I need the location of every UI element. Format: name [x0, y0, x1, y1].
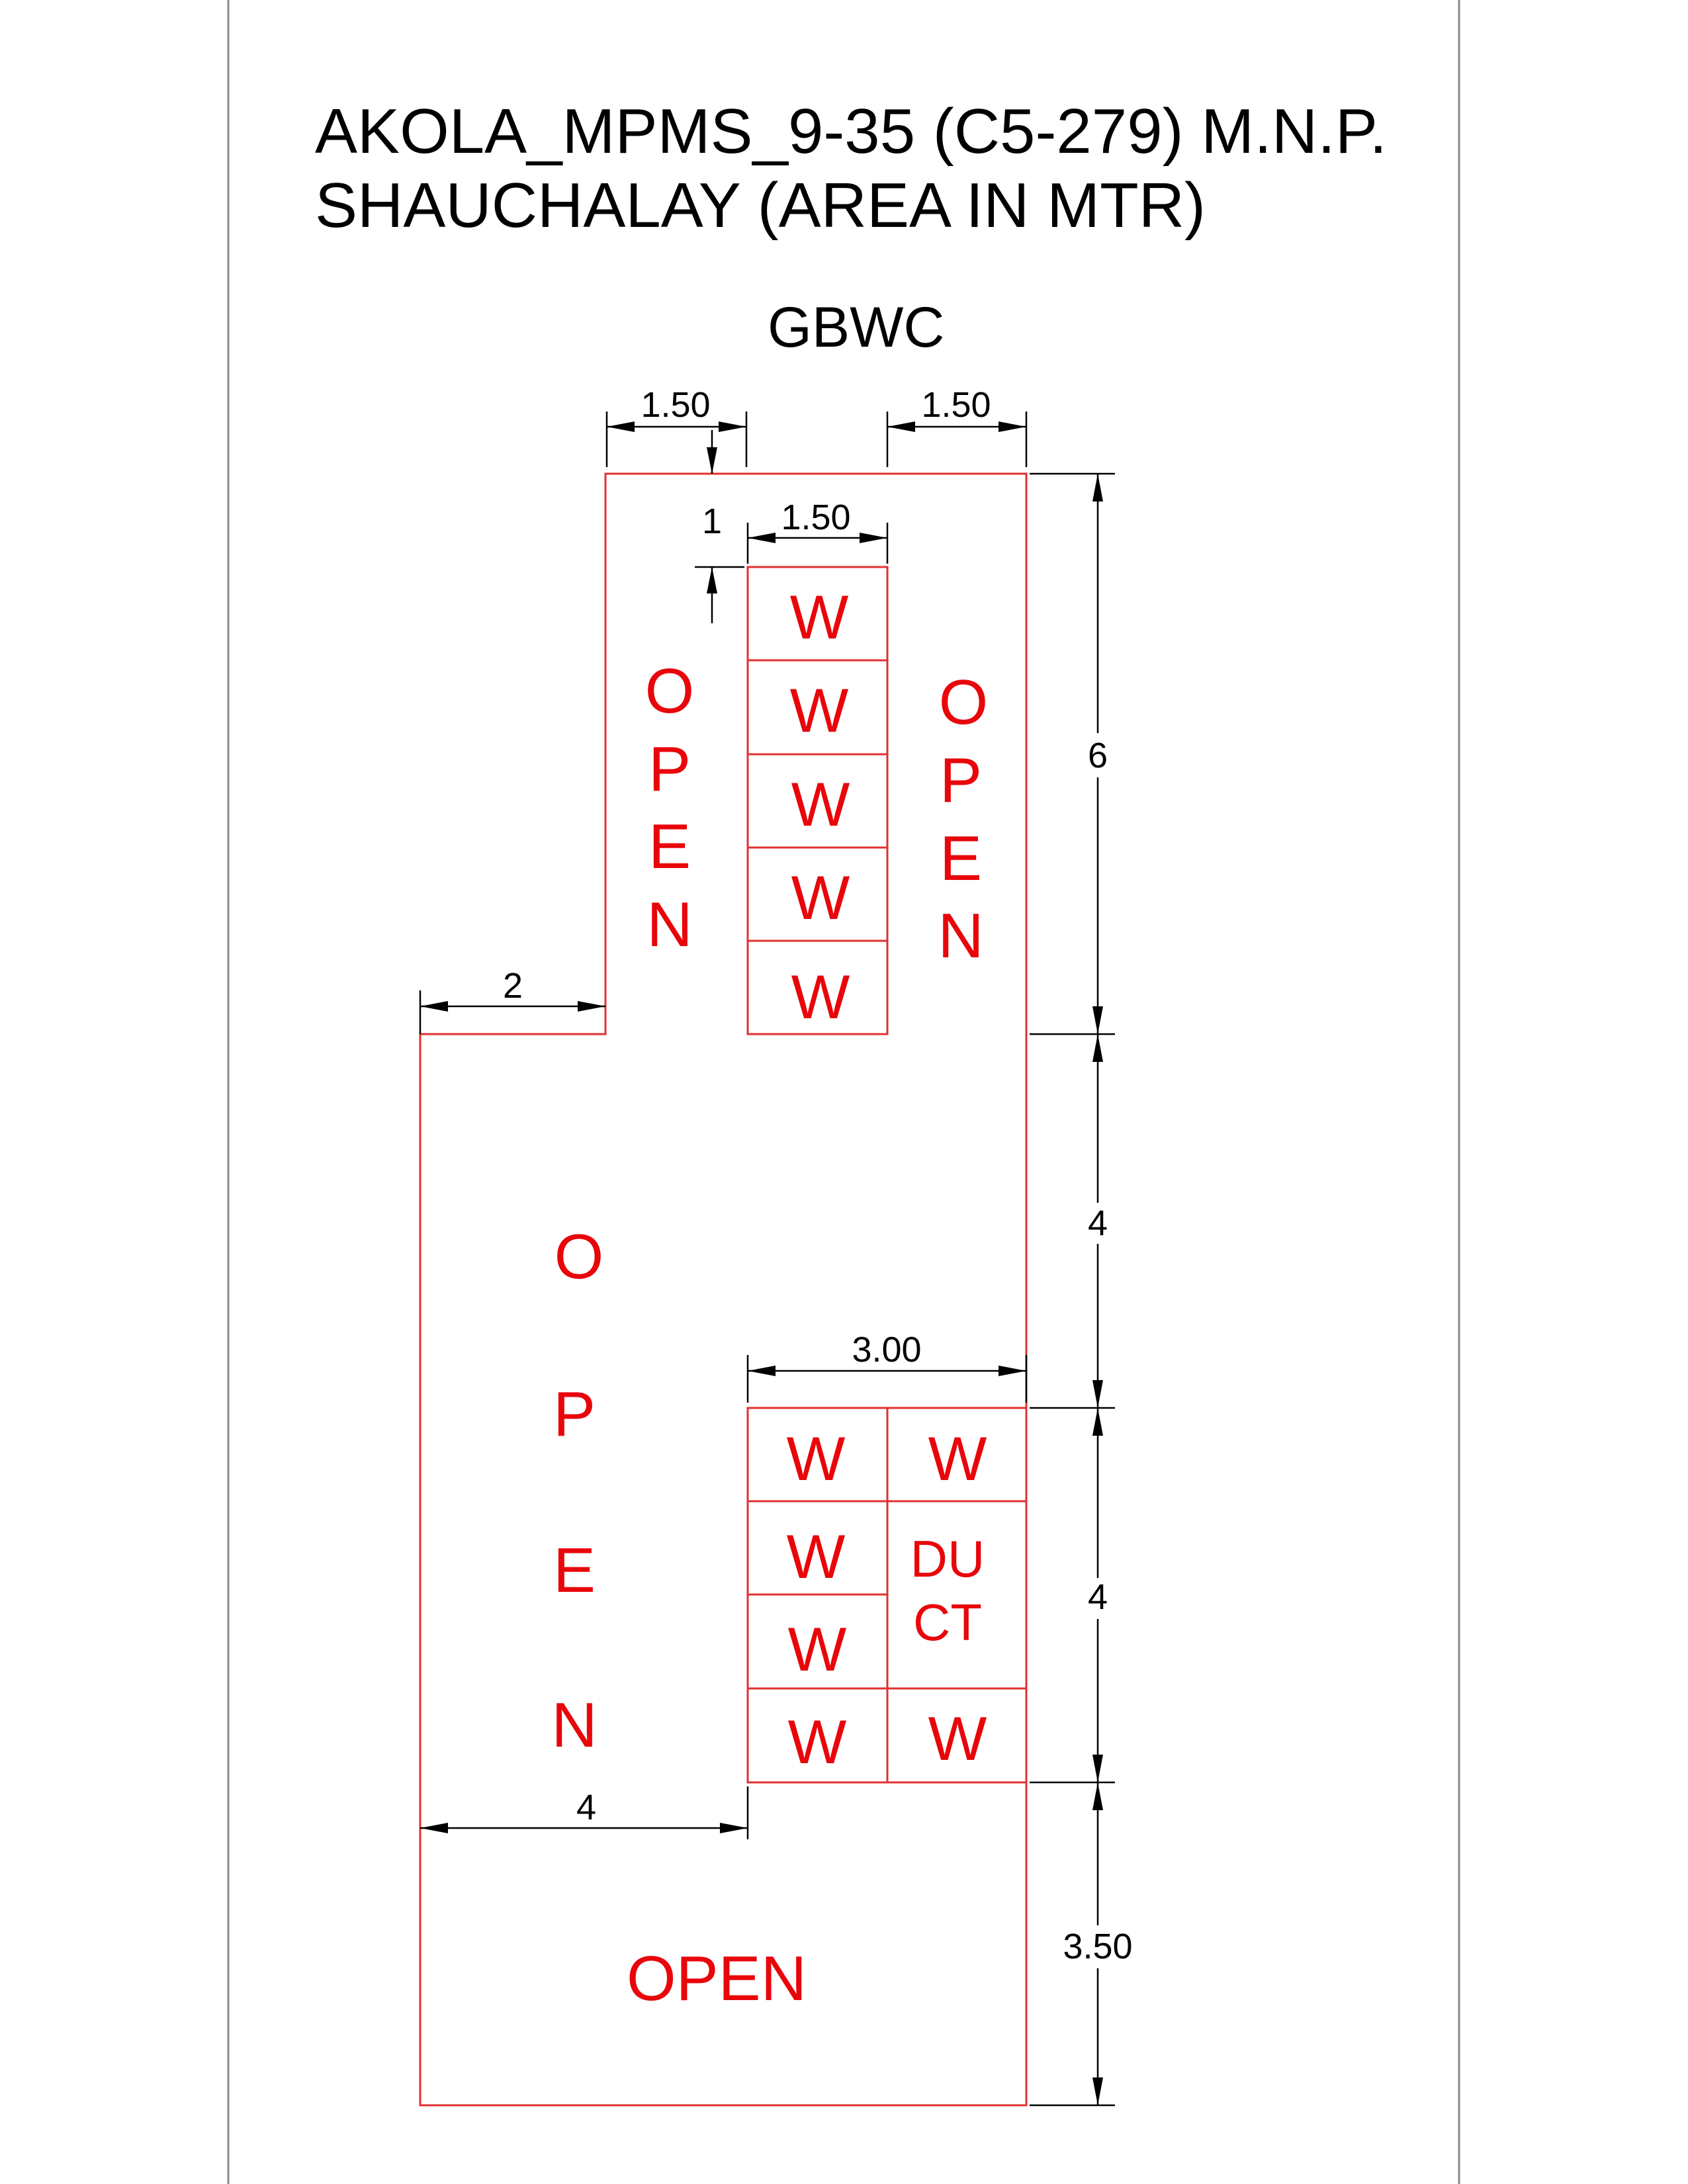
arrowhead: [1092, 474, 1103, 502]
arrowhead: [1092, 2077, 1103, 2105]
lower-cubicle-block: [746, 1407, 1028, 1784]
duct-label-line-1: DU: [911, 1530, 985, 1588]
dimension-label: 1.50: [921, 385, 991, 425]
dimension-label: 4: [1088, 1203, 1108, 1243]
upper-cubicle-block: [746, 566, 889, 1035]
open-big-letter: E: [553, 1535, 596, 1606]
toilet-label: W: [928, 1424, 987, 1493]
arrowhead: [748, 533, 776, 543]
dimension-left-step: 2: [419, 966, 605, 1034]
toilet-label: W: [787, 1424, 846, 1493]
dimension-top-left-width: 1.50: [605, 385, 748, 467]
arrowhead: [999, 421, 1026, 432]
arrowhead: [887, 421, 915, 432]
open-left-letter: O: [645, 656, 695, 726]
dimension-lower-block-width: 3.00: [746, 1330, 1028, 1403]
open-right-letter: O: [939, 667, 989, 738]
dimension-label: 1.50: [641, 385, 710, 425]
arrowhead: [1092, 1006, 1103, 1034]
arrowhead: [860, 533, 887, 543]
arrowhead: [1092, 1408, 1103, 1436]
arrowhead: [607, 421, 635, 432]
open-right-letter: N: [938, 900, 983, 971]
open-left-letter: P: [648, 734, 691, 805]
dimension-label: 1.50: [781, 498, 850, 537]
dimension-label: 3.00: [852, 1330, 921, 1370]
toilet-label: W: [791, 863, 850, 932]
upper-cubicle-column: [746, 566, 889, 1035]
dimension-label: 2: [503, 966, 523, 1006]
arrowhead: [1092, 1380, 1103, 1408]
toilet-label: W: [791, 769, 850, 839]
open-right-letter: E: [940, 823, 982, 894]
arrowhead: [1092, 1755, 1103, 1782]
drawing-title-line-2: SHAUCHALAY (AREA IN MTR): [315, 170, 1206, 241]
dimension-label: 1: [702, 502, 722, 541]
arrowhead: [999, 1366, 1026, 1376]
open-big-letter: N: [551, 1690, 597, 1761]
arrowhead: [707, 567, 717, 593]
arrowhead: [420, 1001, 448, 1012]
dimension-label: 4: [1088, 1577, 1108, 1617]
arrowhead: [1092, 1034, 1103, 1062]
arrowhead: [707, 447, 717, 474]
toilet-label: W: [788, 1614, 847, 1684]
toilet-label: W: [790, 582, 849, 652]
dimension-label: 6: [1088, 736, 1108, 775]
open-left-letter: E: [648, 811, 691, 882]
dimension-top-right-width: 1.50: [886, 385, 1028, 467]
dimension-right-chain: 6 4 4 3.50: [1030, 472, 1133, 2107]
arrowhead: [719, 421, 746, 432]
drawing-title-line-1: AKOLA_MPMS_9-35 (C5-279) M.N.P.: [315, 96, 1387, 167]
dimension-label: 3.50: [1063, 1927, 1132, 1966]
arrowhead: [420, 1823, 448, 1833]
open-right-letter: P: [940, 745, 982, 816]
duct-label-line-2: CT: [913, 1593, 982, 1651]
open-big-letter: O: [555, 1221, 604, 1292]
arrowhead: [578, 1001, 605, 1012]
building-outline: [419, 472, 1028, 2107]
arrowhead: [1092, 1782, 1103, 1810]
toilet-label: W: [788, 1707, 847, 1776]
arrowhead: [748, 1366, 776, 1376]
toilet-label: W: [787, 1522, 846, 1591]
block-label: GBWC: [768, 296, 945, 359]
dimension-cubicle-width: 1.50: [746, 498, 889, 564]
arrowhead: [720, 1823, 748, 1833]
dimension-cubicle-offset: 1: [695, 430, 744, 623]
open-big-letter: P: [553, 1379, 596, 1450]
toilet-label: W: [928, 1704, 987, 1773]
toilet-label: W: [790, 676, 849, 745]
toilet-label: W: [791, 962, 850, 1031]
open-bottom-label: OPEN: [627, 1943, 807, 2014]
dimension-label: 4: [576, 1788, 596, 1827]
dimension-bottom-step: 4: [420, 1786, 749, 1839]
open-left-letter: N: [646, 889, 692, 960]
